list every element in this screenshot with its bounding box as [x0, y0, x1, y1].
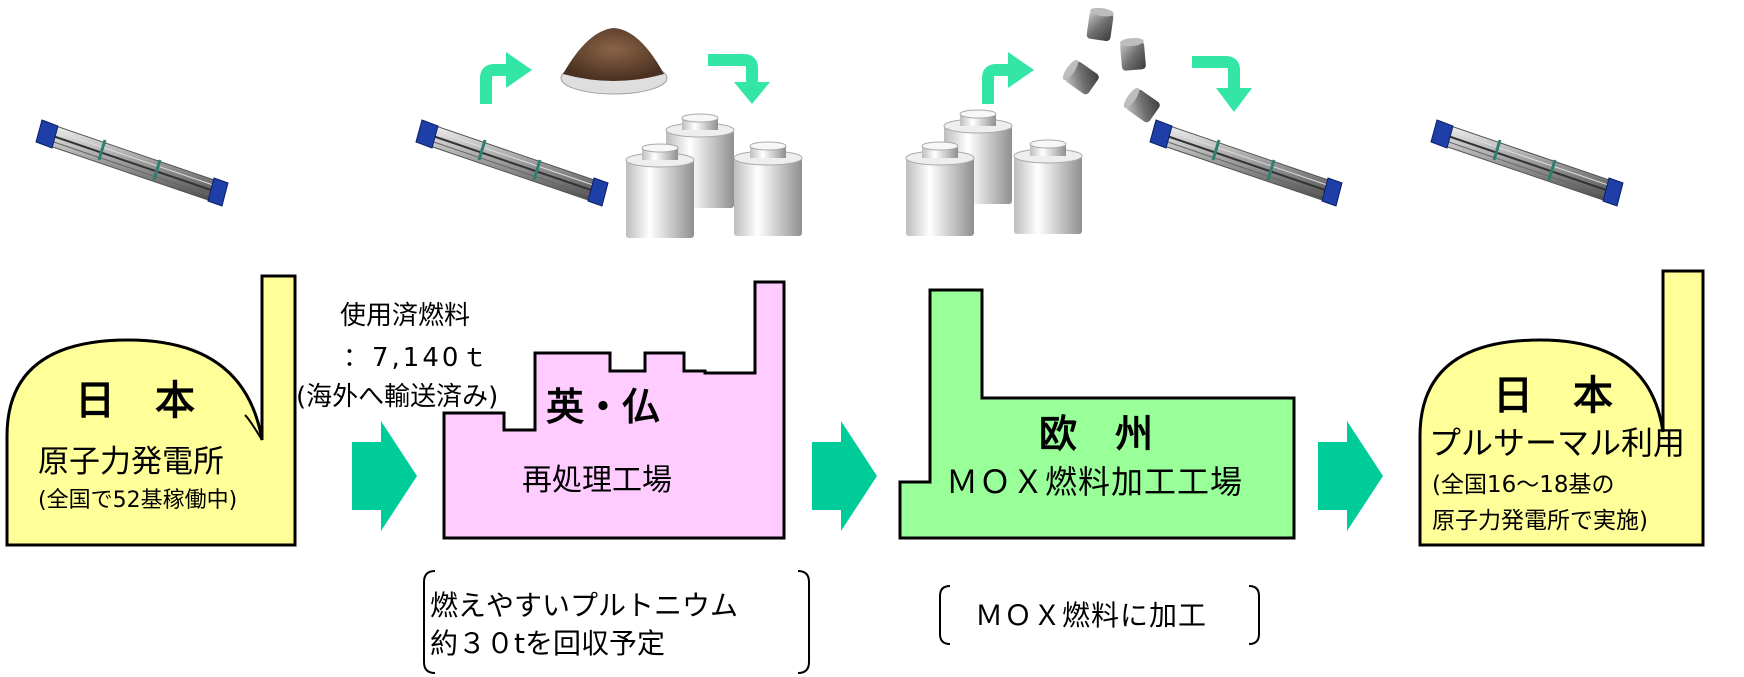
curved-arrow-up-icon — [480, 52, 532, 104]
fuel-rod-icon — [1429, 118, 1625, 208]
japan-plant-title: 日 本 — [75, 378, 195, 424]
pluthermal-power-plant — [1418, 269, 1705, 547]
storage-canisters-icon — [905, 109, 1083, 237]
mox-pellets-icon — [1062, 7, 1160, 123]
note-bracket-left — [423, 570, 436, 674]
spent-fuel-label: 使用済燃料 — [340, 301, 471, 331]
reprocessing-plant — [442, 280, 786, 540]
curved-arrow-up-icon — [982, 52, 1034, 104]
mox-name: ＭＯＸ燃料加工工場 — [946, 463, 1244, 501]
note-bracket-right — [1248, 585, 1260, 645]
mox-title: 欧 州 — [1039, 412, 1154, 456]
curved-arrow-down-icon — [708, 54, 770, 104]
mox-fabrication-plant — [898, 288, 1296, 540]
mox-note-line1: ＭＯＸ燃料に加工 — [975, 599, 1208, 632]
pluthermal-name: プルサーマル利用 — [1429, 424, 1686, 462]
fuel-rod-icon — [34, 118, 230, 208]
note-bracket-left — [939, 585, 951, 645]
flow-arrow-icon — [1318, 421, 1383, 531]
flow-arrow-icon — [812, 421, 877, 531]
note-bracket-right — [797, 570, 810, 674]
flow-arrow-icon — [352, 421, 417, 531]
storage-canisters-icon — [625, 113, 803, 239]
spent-fuel-note: (海外へ輸送済み) — [296, 382, 499, 412]
japan-plant-note: (全国で52基稼働中) — [38, 488, 238, 513]
japan-power-plant — [5, 274, 297, 547]
reprocessing-name: 再処理工場 — [522, 463, 672, 498]
reprocessing-title: 英・仏 — [546, 385, 661, 429]
curved-arrow-down-icon — [1192, 56, 1252, 112]
pluthermal-note-line2: 原子力発電所で実施) — [1432, 508, 1648, 534]
reprocessing-note-line1: 燃えやすいプルトニウム — [430, 589, 739, 622]
fuel-rod-icon — [1148, 118, 1344, 208]
reprocessing-note-line2: 約３０tを回収予定 — [430, 627, 665, 660]
pluthermal-title: 日 本 — [1493, 373, 1613, 419]
pluthermal-note-line1: (全国16～18基の — [1432, 472, 1615, 498]
japan-plant-name: 原子力発電所 — [38, 444, 224, 480]
fuel-rod-icon — [414, 118, 610, 208]
spent-fuel-amount: ：7,140ｔ — [343, 343, 491, 373]
plutonium-powder-icon — [560, 28, 668, 95]
